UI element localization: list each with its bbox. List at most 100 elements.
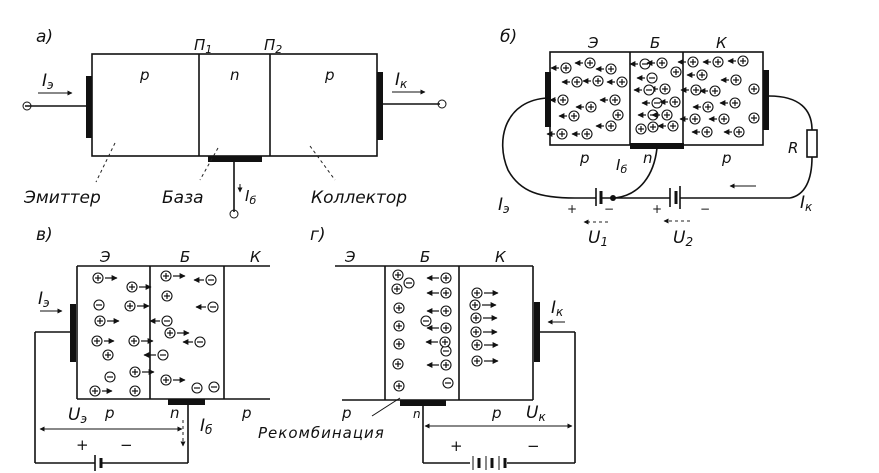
header-base: Б — [180, 248, 190, 266]
collector-current-label: Iк — [395, 70, 408, 91]
sign-plus: + — [76, 436, 89, 454]
base-current-label: Iб — [616, 156, 627, 176]
recombination-leader — [371, 397, 401, 417]
region-p-emitter: p — [579, 149, 590, 167]
hole-carrier — [393, 338, 405, 350]
hole-carrier — [102, 349, 114, 361]
hole-carrier — [595, 63, 617, 75]
hole-carrier — [471, 355, 499, 367]
voltage-2-label: U2 — [673, 228, 693, 249]
hole-carrier — [574, 57, 596, 69]
panel-g-tag: г) — [310, 225, 326, 245]
electron-carrier — [629, 58, 651, 70]
hole-carrier — [677, 56, 699, 68]
collector-current-label: Iк — [551, 298, 564, 319]
base-terminal — [229, 209, 239, 219]
hole-carrier — [160, 374, 186, 386]
base-leader — [199, 147, 219, 181]
hole-carrier — [426, 322, 452, 334]
header-collector: К — [716, 34, 728, 52]
hole-carrier — [124, 300, 150, 312]
emitter-current-label: Iэ — [498, 195, 510, 216]
panel-g: г) Э Б К p n p Uк + − Iк — [258, 225, 576, 470]
hole-carrier — [748, 112, 760, 124]
hole-carrier — [471, 339, 499, 351]
electron-carrier — [636, 72, 658, 84]
region-p-collector: p — [324, 66, 335, 84]
collector-terminal — [437, 99, 447, 109]
sign-minus-1: − — [604, 202, 614, 216]
electron-carrier — [641, 97, 663, 109]
base-current-label: Iб — [245, 187, 256, 207]
region-p-collector: p — [721, 149, 732, 167]
sign-minus: − — [120, 436, 133, 454]
header-emitter: Э — [344, 248, 356, 266]
hole-carrier — [561, 76, 583, 88]
region-p-emitter: p — [139, 66, 150, 84]
hole-carrier — [679, 113, 701, 125]
hole-carrier — [392, 358, 404, 370]
hole-carrier — [393, 380, 405, 392]
caption-emitter: Эмиттер — [23, 188, 101, 208]
battery — [472, 456, 507, 470]
hole-carrier — [651, 109, 673, 121]
hole-carrier — [469, 299, 497, 311]
electron-carrier — [93, 299, 105, 311]
panel-a-tag: а) — [36, 27, 53, 47]
hole-carrier — [89, 385, 113, 397]
hole-carrier — [595, 120, 617, 132]
sign-plus-2: + — [652, 202, 662, 216]
voltage-label: Uк — [526, 403, 546, 424]
hole-carrier — [582, 75, 604, 87]
region-n-base: n — [170, 404, 180, 422]
hole-carrier — [670, 66, 682, 78]
electron-carrier — [191, 382, 203, 394]
hole-carrier — [129, 385, 141, 397]
electron-carrier — [104, 371, 116, 383]
electron-carrier — [420, 315, 432, 327]
hole-carrier — [126, 281, 152, 293]
header-emitter: Э — [99, 248, 111, 266]
panel-v-tag: в) — [36, 225, 53, 245]
electron-carrier — [193, 274, 217, 286]
resistor-label: R — [788, 139, 798, 157]
carriers — [391, 269, 499, 392]
hole-carrier — [571, 128, 593, 140]
region-n-base: n — [643, 149, 653, 167]
hole-carrier — [470, 312, 498, 324]
region-p-emitter: p — [341, 404, 352, 422]
hole-carrier — [702, 56, 724, 68]
panel-a: а) П1 П2 p n p Iэ Iк Iб Эмиттер База Кол… — [22, 27, 447, 219]
hole-carrier — [646, 57, 668, 69]
panel-b-tag: б) — [500, 27, 517, 47]
hole-carrier — [91, 335, 115, 347]
electron-carrier — [143, 349, 169, 361]
hole-carrier — [392, 269, 404, 281]
hole-carrier — [748, 83, 760, 95]
hole-carrier — [471, 287, 499, 299]
electron-carrier — [195, 301, 219, 313]
region-p-collector: p — [241, 404, 252, 422]
hole-carrier — [393, 302, 405, 314]
panel-v: в) Э Б К p n p Iэ Iб Uэ + − — [34, 225, 270, 471]
sign-minus-2: − — [700, 202, 710, 216]
caption-base: База — [162, 188, 204, 208]
recombination-label: Рекомбинация — [258, 424, 385, 442]
hole-carrier — [549, 94, 569, 106]
hole-carrier — [686, 69, 708, 81]
hole-carrier — [550, 62, 572, 74]
carriers — [546, 55, 760, 140]
hole-carrier — [699, 85, 721, 97]
region-p-collector: p — [491, 404, 502, 422]
electron-carrier — [182, 336, 206, 348]
voltage-label: Uэ — [68, 405, 87, 426]
hole-carrier — [470, 326, 498, 338]
electron-carrier — [440, 345, 452, 357]
emitter-current-label: Iэ — [42, 71, 54, 92]
sign-plus: + — [450, 437, 463, 455]
hole-carrier — [575, 101, 597, 113]
hole-carrier — [708, 113, 730, 125]
hole-carrier — [723, 126, 745, 138]
region-n-base: n — [413, 407, 421, 421]
hole-carrier — [161, 290, 173, 302]
